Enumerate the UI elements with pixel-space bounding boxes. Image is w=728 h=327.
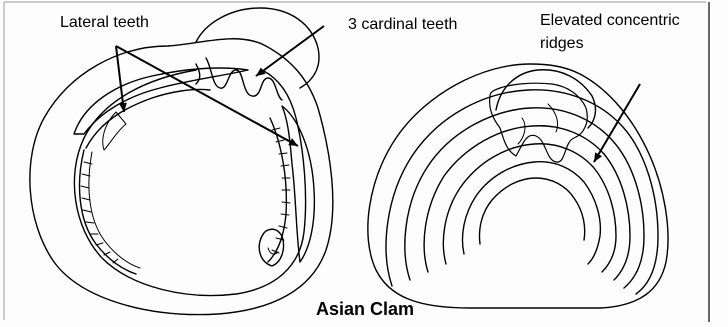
upper-lateral-tooth: [74, 68, 248, 134]
label-lateral-teeth: Lateral teeth: [60, 14, 149, 32]
posterior-muscle-scar: [259, 229, 283, 266]
growth-ridge-5: [463, 162, 601, 264]
growth-ridge-6: [480, 178, 585, 244]
right-valve-outline: [368, 64, 668, 308]
arrow-lateral-teeth-left: [116, 46, 124, 112]
left-valve-outline: [30, 39, 333, 315]
pallial-line-left: [80, 150, 136, 274]
growth-ridge-1: [386, 90, 658, 294]
arrow-concentric-ridges: [594, 84, 640, 162]
lower-lateral-band: [86, 89, 210, 148]
growth-ridge-2: [405, 108, 644, 288]
arrow-cardinal-teeth: [256, 26, 324, 76]
growth-ridge-3: [424, 126, 630, 280]
left-valve-inner-rim: [74, 70, 305, 296]
cardinal-tooth-small: [196, 64, 200, 84]
label-concentric-ridges-line1: Elevated concentric: [540, 12, 680, 30]
diagram-title: Asian Clam: [316, 300, 414, 318]
anterior-muscle-scar: [103, 112, 126, 150]
right-valve-exterior: [368, 64, 668, 308]
label-cardinal-teeth: 3 cardinal teeth: [348, 16, 457, 34]
label-concentric-ridges-line2: ridges: [540, 35, 584, 53]
